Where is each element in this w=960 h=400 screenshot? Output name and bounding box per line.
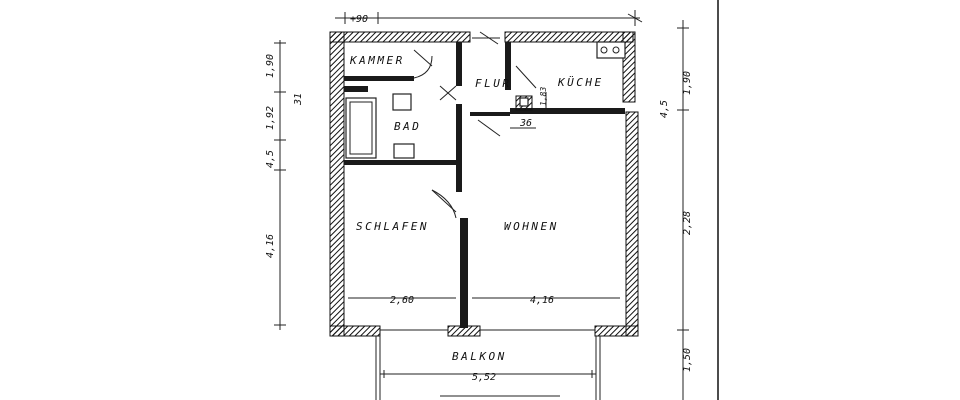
sink-icon: [392, 93, 412, 111]
room-label-kammer: KAMMER: [349, 54, 405, 67]
dim-right-45: 4,5: [659, 100, 670, 118]
top-dimension-line: [335, 10, 643, 26]
dim-left-192: 1,92: [265, 106, 276, 130]
dim-left-31: 31: [293, 93, 304, 106]
dim-kueche-side: 1,83: [539, 87, 548, 106]
dim-right-150: 1,50: [682, 348, 693, 372]
bathroom-fixtures: [344, 86, 415, 159]
interior-dimension-lines: [348, 127, 620, 299]
right-dimension-chain: [677, 20, 689, 400]
room-label-wohnen: WOHNEN: [504, 220, 559, 233]
bathtub-icon: [345, 97, 377, 159]
outer-walls: [329, 31, 639, 337]
kitchen-fixtures: [519, 41, 626, 108]
doors: [380, 31, 595, 331]
left-dimension-chain: [274, 40, 286, 330]
toilet-icon: [393, 143, 415, 159]
room-label-bad: BAD: [394, 120, 421, 133]
dim-flur-36: 36: [519, 118, 532, 129]
room-label-balkon: BALKON: [452, 350, 507, 363]
stove-icon: [596, 41, 626, 59]
dim-left-190: 1,90: [265, 54, 276, 78]
dim-right-228: 2,28: [682, 211, 693, 235]
room-label-schlafen: SCHLAFEN: [356, 220, 429, 233]
room-label-kueche: KÜCHE: [557, 76, 604, 89]
balcony-outline: [375, 336, 601, 400]
dim-left-416: 4,16: [265, 234, 276, 258]
room-label-flur: FLUR: [475, 77, 512, 90]
dim-wohnen-width: 4,16: [530, 295, 554, 306]
dim-top-90: +90: [350, 14, 368, 25]
dim-schlafen-width: 2,60: [390, 295, 414, 306]
dim-balkon-width: 5,52: [472, 372, 496, 383]
dim-left-45: 4,5: [265, 150, 276, 168]
dim-right-190: 1,90: [682, 71, 693, 95]
